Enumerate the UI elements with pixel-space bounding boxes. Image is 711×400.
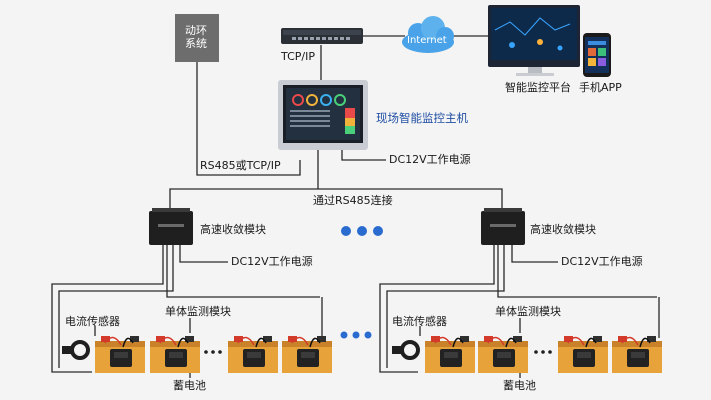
right-battery-string (424, 335, 663, 374)
cloud-icon (402, 16, 454, 53)
right-frame-inner (386, 245, 505, 368)
internet-label: Internet (407, 35, 447, 46)
right-current-sensor-label: 电流传感器 (392, 315, 447, 328)
bus-ellipsis-dots (341, 226, 383, 236)
left-frame-inner (58, 245, 174, 368)
left-frame-outer (51, 245, 164, 373)
left-current-sensor-label: 电流传感器 (65, 315, 120, 328)
host-label: 现场智能监控主机 (376, 111, 468, 125)
left-power-label: DC12V工作电源 (231, 255, 313, 268)
battery-icon (424, 335, 476, 374)
battery-icon (477, 335, 529, 374)
battery-icon (149, 335, 201, 374)
right-battery-label: 蓄电池 (503, 379, 536, 392)
platform-label: 智能监控平台 (505, 81, 571, 94)
monitor-icon (488, 5, 580, 76)
tcpip-label: TCP/IP (281, 50, 315, 63)
left-string-ellipsis (204, 350, 222, 354)
rack-ellipsis-dots (340, 331, 372, 339)
right-string-ellipsis (534, 350, 552, 354)
env-system-label: 动环 系统 (185, 24, 207, 50)
hmi-icon (278, 80, 368, 150)
left-battery-string (94, 335, 333, 374)
bus-label: 通过RS485连接 (313, 194, 393, 207)
battery-icon (94, 335, 146, 374)
rs485-bus-line (169, 188, 503, 210)
left-module-icon (149, 208, 193, 245)
right-module-icon (481, 208, 525, 245)
right-power-label: DC12V工作电源 (561, 255, 643, 268)
left-cell-module-label: 单体监测模块 (165, 305, 231, 318)
battery-icon (281, 335, 333, 374)
host-power-label: DC12V工作电源 (389, 153, 471, 166)
env-to-host-line (196, 62, 301, 176)
env-system-box (175, 14, 219, 62)
right-current-sensor-icon (392, 340, 420, 360)
connection-lines (51, 35, 660, 378)
battery-icon (557, 335, 609, 374)
right-frame-outer (379, 245, 495, 373)
phone-icon (583, 33, 611, 77)
host-power-line (341, 150, 386, 161)
battery-icon (227, 335, 279, 374)
right-power-line (511, 245, 558, 263)
right-module-label: 高速收敛模块 (530, 223, 596, 236)
left-module-label: 高速收敛模块 (200, 223, 266, 236)
right-frame-right (497, 245, 657, 298)
left-power-line (179, 245, 228, 263)
app-label: 手机APP (579, 81, 622, 94)
host-link-label: RS485或TCP/IP (200, 159, 281, 172)
switch-icon (281, 28, 363, 44)
left-frame-right (166, 245, 320, 298)
right-cell-module-label: 单体监测模块 (495, 305, 561, 318)
left-current-sensor-icon (62, 340, 90, 360)
battery-icon (611, 335, 663, 374)
left-battery-label: 蓄电池 (173, 379, 206, 392)
